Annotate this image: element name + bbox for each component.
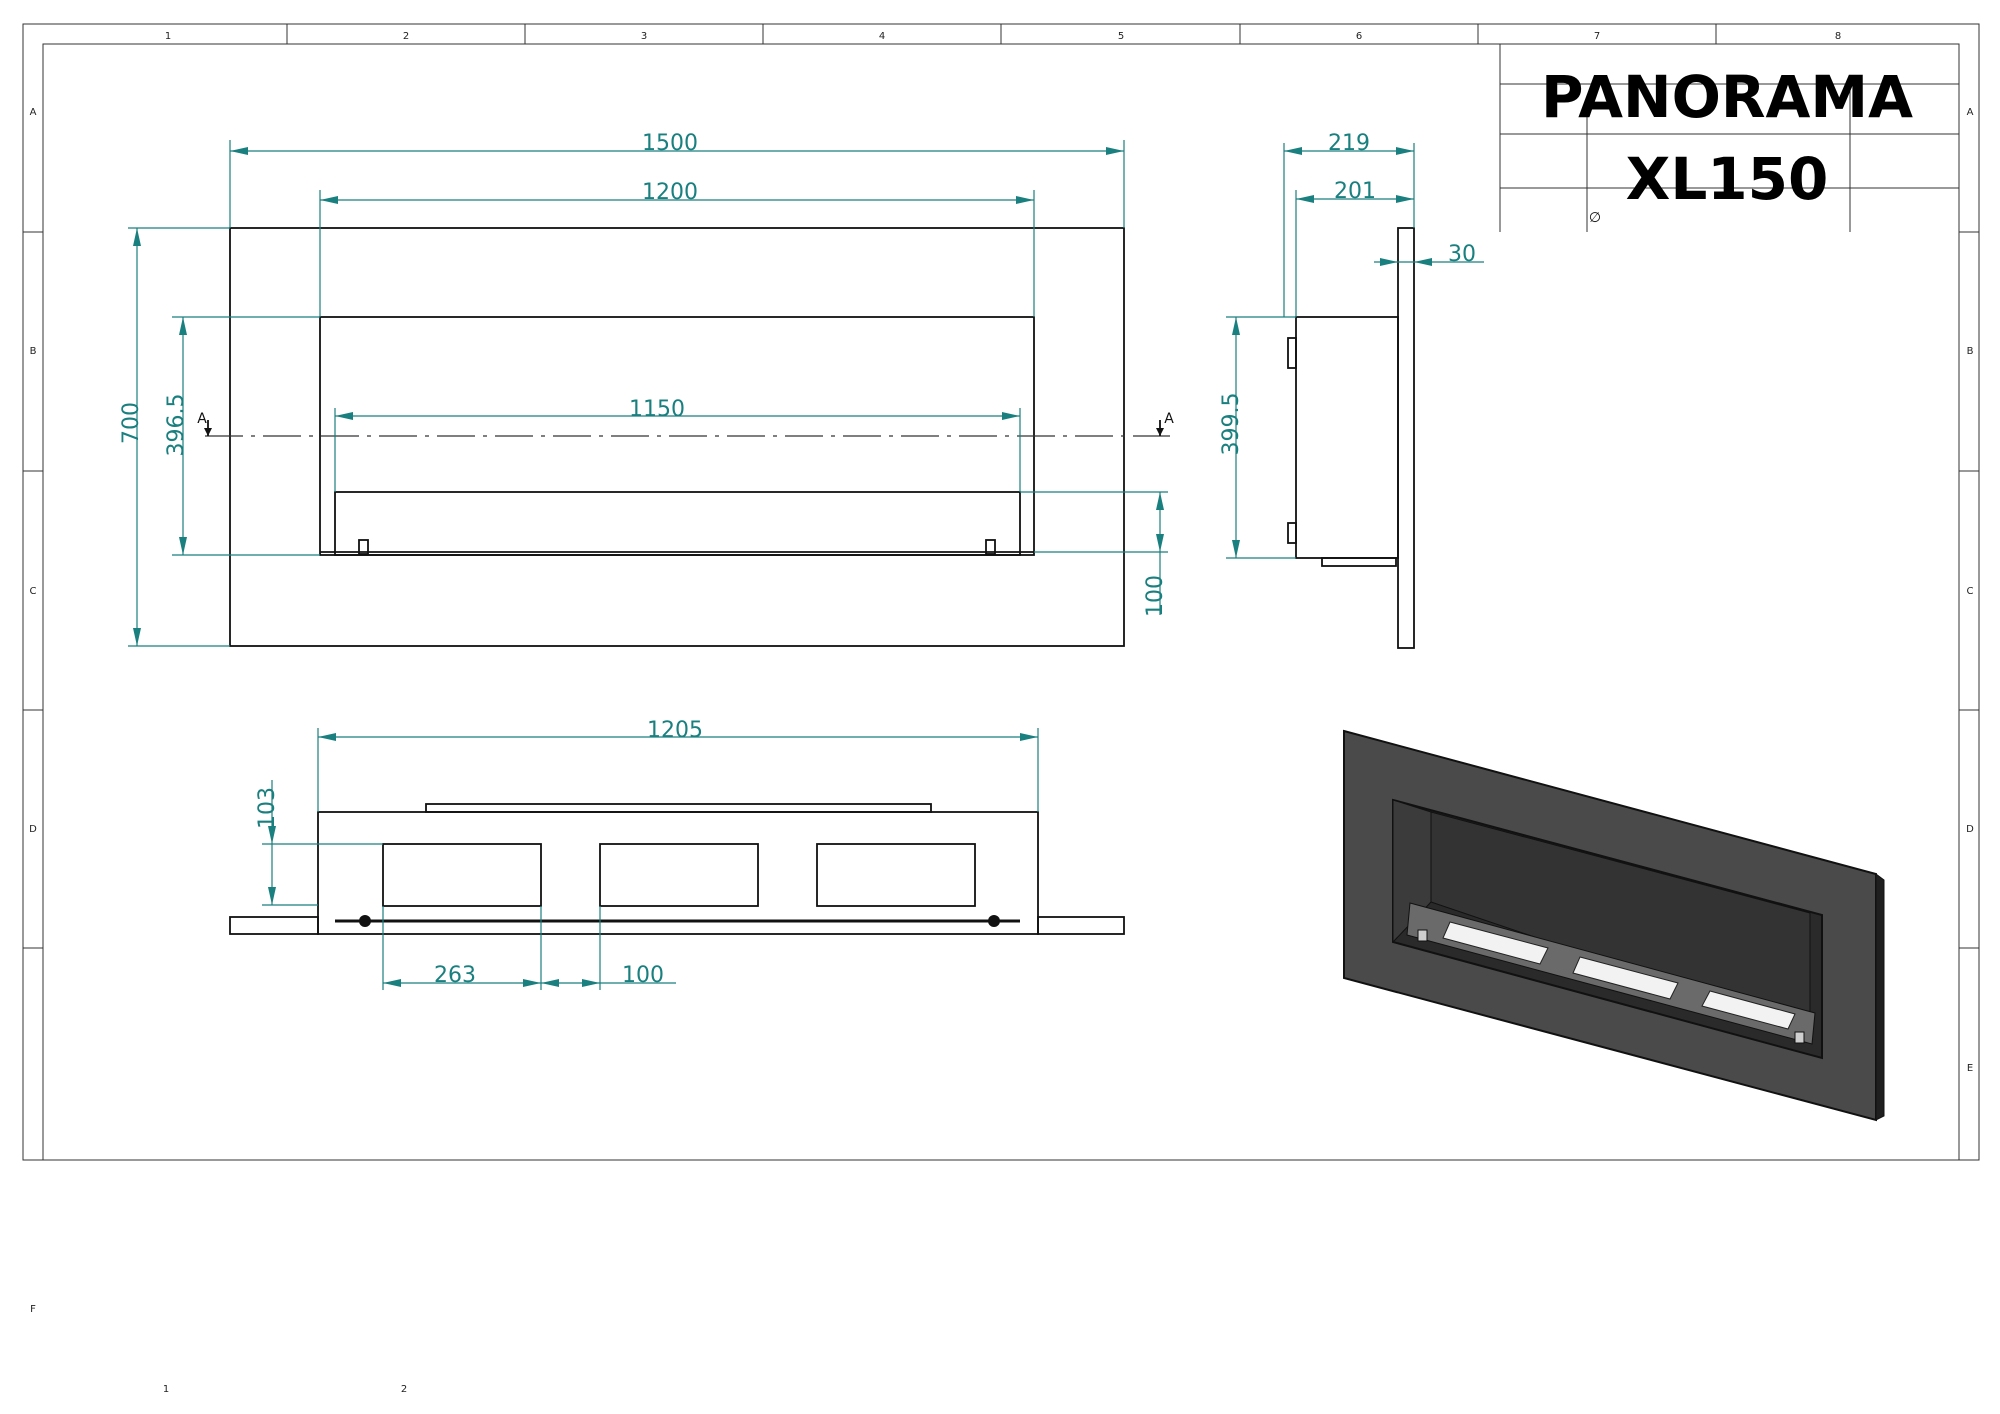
dim-top-body-width: 1205 xyxy=(647,718,703,743)
zone-row-a-left: A xyxy=(30,107,37,118)
dim-front-opening-width: 1200 xyxy=(642,180,698,205)
zone-row-e-right: E xyxy=(1967,1063,1973,1074)
section-marker-right: A xyxy=(1164,411,1174,427)
front-view xyxy=(204,227,1170,647)
side-dimension-lines xyxy=(1226,143,1484,559)
drawing-frame xyxy=(22,23,1980,1161)
zone-col-7: 7 xyxy=(1594,31,1600,42)
zone-row-d-right: D xyxy=(1966,824,1974,835)
dim-front-overall-width: 1500 xyxy=(642,131,698,156)
zone-row-a-right: A xyxy=(1967,107,1974,118)
zone-col-6: 6 xyxy=(1356,31,1362,42)
dim-top-body-depth: 103 xyxy=(255,787,280,829)
zone-row-c-right: C xyxy=(1967,586,1974,597)
dim-side-body-height: 399.5 xyxy=(1219,393,1244,456)
top-dimension-lines xyxy=(262,728,1039,990)
front-dimension-lines xyxy=(128,140,1168,647)
dim-front-burner-width: 1150 xyxy=(629,397,685,422)
dim-front-burner-height: 100 xyxy=(1143,575,1168,617)
top-view xyxy=(229,803,1125,935)
dim-side-frame-thickness: 30 xyxy=(1448,242,1476,267)
product-title-line1: PANORAMA xyxy=(1541,63,1913,131)
dim-front-opening-height: 396.5 xyxy=(164,394,189,457)
zone-bottom-col-1: 1 xyxy=(163,1384,169,1395)
dim-side-depth-body: 201 xyxy=(1334,179,1376,204)
isometric-view xyxy=(1343,729,1885,1122)
title-block xyxy=(1499,44,1959,232)
dim-top-tray-gap: 100 xyxy=(622,963,664,988)
zone-row-c-left: C xyxy=(30,586,37,597)
dim-top-tray-width: 263 xyxy=(434,963,476,988)
zone-col-5: 5 xyxy=(1118,31,1124,42)
zone-bottom-col-2: 2 xyxy=(401,1384,407,1395)
dim-front-overall-height: 700 xyxy=(119,402,144,444)
zone-col-4: 4 xyxy=(879,31,885,42)
section-marker-left: A xyxy=(197,411,207,427)
zone-col-8: 8 xyxy=(1835,31,1841,42)
zone-row-b-right: B xyxy=(1967,346,1974,357)
product-title-line2: XL150 xyxy=(1626,145,1829,213)
zone-col-2: 2 xyxy=(403,31,409,42)
side-view xyxy=(1287,227,1415,649)
diameter-symbol: ∅ xyxy=(1589,210,1601,226)
dim-side-depth-total: 219 xyxy=(1328,131,1370,156)
zone-row-f-left: F xyxy=(30,1304,36,1315)
zone-row-b-left: B xyxy=(30,346,37,357)
zone-col-1: 1 xyxy=(165,31,171,42)
zone-col-3: 3 xyxy=(641,31,647,42)
zone-row-d-left: D xyxy=(29,824,37,835)
